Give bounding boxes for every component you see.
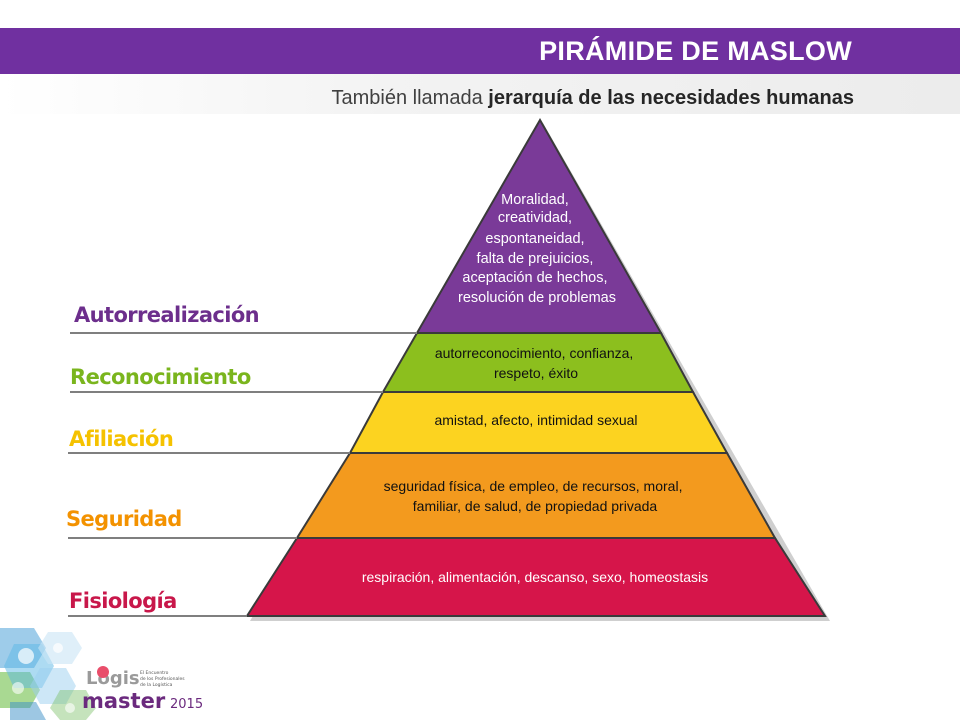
title-bar [0, 28, 960, 74]
description-line: creatividad, [498, 210, 572, 226]
page-title: PIRÁMIDE DE MASLOW [539, 36, 852, 66]
level-label-fisiologia: Fisiología [69, 589, 177, 613]
logo-hexagon-pattern [0, 628, 96, 720]
description-line: aceptación de hechos, [462, 270, 607, 286]
pyramid-level-reconocimiento [381, 332, 695, 393]
logo-text-master: master [82, 689, 166, 713]
description-line: Moralidad, [501, 192, 569, 208]
logo-text-year: 2015 [170, 697, 203, 712]
logismaster-logo: Logis El Encuentro de los Profesionales … [0, 628, 212, 720]
level-description-fisiologia: respiración, alimentación, descanso, sex… [362, 569, 708, 585]
level-label-autorrealizacion: Autorrealización [74, 303, 259, 327]
level-description-afiliacion: amistad, afecto, intimidad sexual [434, 412, 637, 428]
description-line: resolución de problemas [458, 290, 616, 306]
description-line: respeto, éxito [494, 365, 578, 381]
description-line: respiración, alimentación, descanso, sex… [362, 569, 708, 585]
level-description-seguridad: seguridad física, de empleo, de recursos… [384, 478, 687, 514]
pyramid-level-seguridad [295, 452, 777, 539]
description-line: espontaneidad, [485, 231, 584, 247]
description-line: familiar, de salud, de propiedad privada [413, 498, 658, 514]
subtitle-band [0, 74, 960, 114]
level-label-reconocimiento: Reconocimiento [70, 365, 251, 389]
description-line: amistad, afecto, intimidad sexual [434, 412, 637, 428]
subtitle-bold: jerarquía de las necesidades humanas [488, 87, 854, 109]
logo-pin-icon [97, 666, 109, 678]
level-label-seguridad: Seguridad [66, 507, 182, 531]
logo-graphic: Logis El Encuentro de los Profesionales … [0, 628, 203, 720]
logo-text-logis: Logis [86, 668, 140, 689]
leader-lines [68, 332, 417, 617]
logo-tagline: El Encuentro de los Profesionales de la … [140, 670, 186, 688]
level-description-reconocimiento: autorreconocimiento, confianza, respeto,… [435, 345, 637, 381]
pyramid-level-fisiologia [245, 537, 827, 617]
page-subtitle: También llamada jerarquía de las necesid… [332, 87, 854, 110]
subtitle-prefix: También llamada [331, 87, 489, 109]
description-line: seguridad física, de empleo, de recursos… [384, 478, 683, 494]
description-line: falta de prejuicios, [477, 251, 594, 267]
level-description-autorrealizacion: Moralidad, creatividad, espontaneidad, f… [458, 192, 616, 306]
description-line: autorreconocimiento, confianza, [435, 345, 633, 361]
level-label-afiliacion: Afiliación [69, 427, 173, 451]
